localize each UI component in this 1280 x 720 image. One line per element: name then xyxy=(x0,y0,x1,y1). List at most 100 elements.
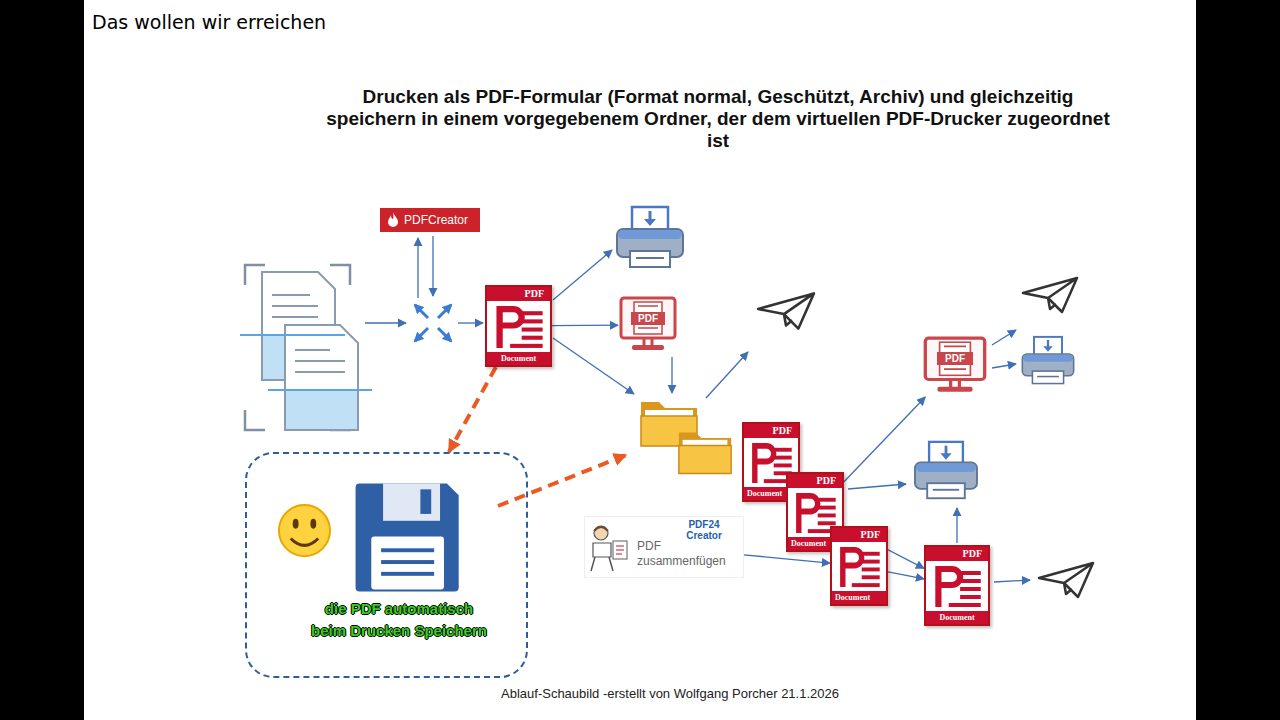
pdf-line xyxy=(818,498,836,502)
diagram-title: Drucken als PDF-Formular (Format normal,… xyxy=(318,86,1118,152)
text-lines xyxy=(272,295,318,317)
pdf-line xyxy=(960,587,981,591)
pdf-line xyxy=(960,595,981,599)
note-text: die PDF automatisch beim Drucken Speiche… xyxy=(308,598,490,642)
monitor-screen xyxy=(621,298,675,338)
app-name: PDFCreator xyxy=(404,208,468,232)
monitor-base xyxy=(632,345,664,350)
floppy-label xyxy=(371,537,444,590)
expand-arrow xyxy=(415,328,428,341)
monitor-stand xyxy=(644,338,652,346)
expand-arrow xyxy=(438,328,451,341)
flow-arrow xyxy=(848,484,906,489)
pdf-line xyxy=(852,583,880,587)
label-line xyxy=(381,560,434,564)
pdf-footer: Document xyxy=(926,611,988,624)
smiley-eye xyxy=(310,519,316,529)
flow-arrow xyxy=(706,352,748,398)
pdf-tag: PDF xyxy=(861,529,880,540)
pdf-line xyxy=(774,448,792,452)
pdf-caption: Document xyxy=(747,489,782,498)
pdf-body xyxy=(832,542,886,591)
floppy-body xyxy=(356,483,459,591)
printer-icon xyxy=(915,442,977,498)
monitor-base xyxy=(937,387,972,392)
flow-arrow xyxy=(744,555,830,563)
pdf-monitor-icon: PDF xyxy=(922,335,988,397)
dashed-flow-arrow xyxy=(449,367,496,452)
side-bar xyxy=(1196,0,1280,720)
merge-tool-box: PDF24 CreatorPDF zusammenfügen xyxy=(584,516,744,578)
flow-arrow xyxy=(992,364,1016,368)
flow-arrow xyxy=(432,236,433,296)
tool-action: PDF zusammenfügen xyxy=(637,539,733,569)
pdf-document-icon: PDF Document xyxy=(924,545,990,626)
pdf-line xyxy=(862,575,880,579)
pdf-letter xyxy=(843,550,862,587)
flow-arrow xyxy=(844,397,925,482)
pdf-caption: Document xyxy=(835,593,870,602)
pdf-tag: PDF xyxy=(963,548,982,559)
floppy-slot xyxy=(420,489,431,514)
pdf-line xyxy=(960,571,981,575)
pdf-tag: PDF xyxy=(773,425,792,436)
label-line xyxy=(381,548,434,552)
pdf-document-icon: PDF Document xyxy=(485,285,552,367)
pdf-tag: PDF xyxy=(817,475,836,486)
pdf-line xyxy=(862,552,880,556)
pdf-footer: Document xyxy=(832,591,886,604)
pdf-footer: Document xyxy=(487,352,550,365)
figure-body xyxy=(593,543,611,557)
printer-icon xyxy=(617,207,683,267)
flow-arrow xyxy=(417,238,418,298)
flow-arrows xyxy=(365,236,1030,582)
pdf-line xyxy=(774,456,792,460)
scan-line xyxy=(240,335,372,390)
folder-icon xyxy=(679,432,731,473)
pdf-document-icon: PDF Document xyxy=(830,526,888,606)
flow-arrow xyxy=(365,322,406,323)
label-line xyxy=(381,572,434,576)
scan-shade xyxy=(286,390,357,429)
pdf-header: PDF xyxy=(832,528,886,542)
pdf-letter xyxy=(938,569,960,607)
figure-document xyxy=(613,541,627,559)
pdf-line xyxy=(862,560,880,564)
pdf-caption: Document xyxy=(501,354,536,363)
smiley-face xyxy=(279,505,330,556)
figure-head xyxy=(594,526,608,540)
pdf-line xyxy=(818,506,836,510)
pdf-caption: Document xyxy=(791,539,826,548)
pdf-line xyxy=(818,513,836,517)
auto-save-box: die PDF automatisch beim Drucken Speiche… xyxy=(245,452,528,678)
flow-arrow xyxy=(888,572,924,579)
pdf-header: PDF xyxy=(744,424,798,438)
app-badge: PDFCreator xyxy=(380,208,480,232)
text-lines xyxy=(295,350,345,372)
paper-plane-icon xyxy=(1039,563,1093,597)
pdf-tag: PDF xyxy=(525,288,544,299)
pdf-line xyxy=(862,567,880,571)
pdf-header: PDF xyxy=(788,474,842,488)
pdf-tag: PDF xyxy=(937,352,974,365)
pdf-line xyxy=(522,319,543,323)
pdf-body xyxy=(487,301,550,352)
monitor-drawing xyxy=(922,335,988,397)
flow-arrow xyxy=(552,325,618,327)
monitor-stand xyxy=(951,379,960,387)
pdf-line xyxy=(522,328,543,332)
pdf-tag: PDF xyxy=(631,312,665,325)
pdf-header: PDF xyxy=(487,287,550,301)
expand-arrow xyxy=(415,305,428,318)
pdf-line xyxy=(510,344,543,348)
flow-arrow xyxy=(553,338,634,394)
figure-hair xyxy=(594,527,608,531)
merge-tool-figure xyxy=(587,521,631,575)
pdf-line xyxy=(949,603,981,607)
paper-plane-icon xyxy=(758,293,814,328)
side-bar xyxy=(0,0,84,720)
pdf-monitor-icon: PDF xyxy=(618,295,678,355)
tool-name: PDF24 Creator xyxy=(671,519,737,541)
pdf-caption: Document xyxy=(939,613,974,622)
